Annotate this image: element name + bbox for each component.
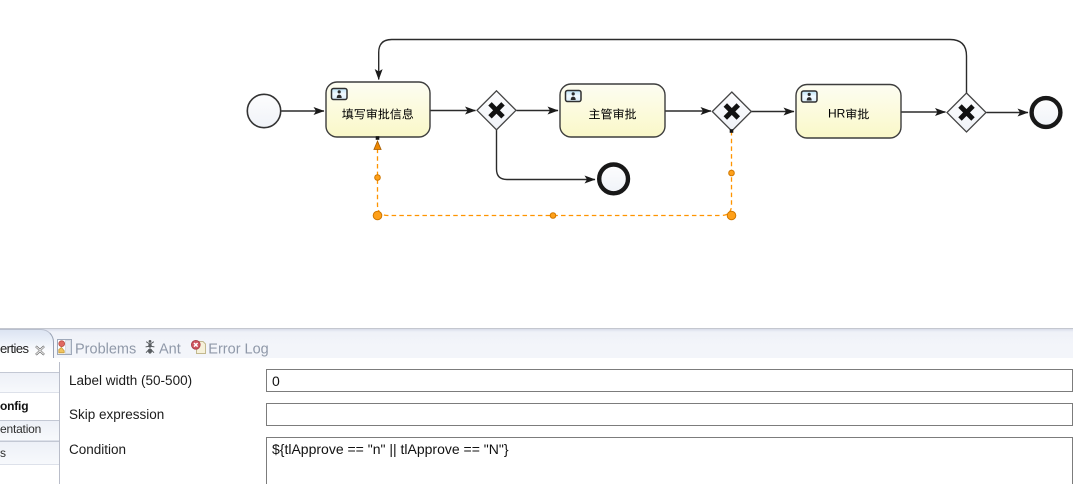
svg-text:Ant: Ant [159, 342, 181, 358]
svg-text:Error Log: Error Log [208, 342, 268, 358]
svg-text:Problems: Problems [75, 342, 136, 358]
svg-text:HR: HR [828, 107, 846, 121]
